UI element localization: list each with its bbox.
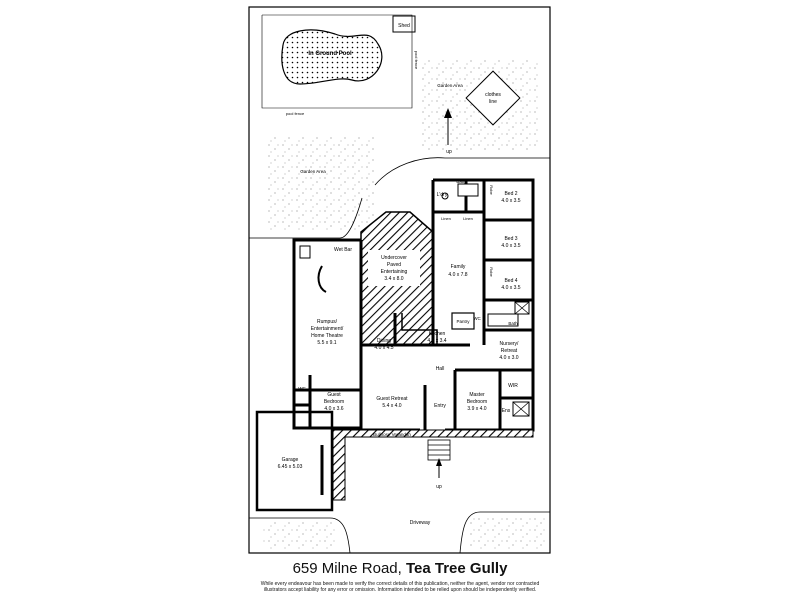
in-ground-pool [281, 29, 383, 85]
shower-mid-x2 [514, 301, 530, 315]
garage [255, 410, 334, 512]
undercover-label-1: Undercover [381, 255, 407, 261]
nursery-label-1: Nursery/ [500, 341, 520, 347]
master-bedroom-dimensions: 3.9 x 4.0 [467, 406, 486, 412]
guest-retreat-dimensions: 5.4 x 4.0 [382, 403, 401, 409]
wir-label: WIR [508, 383, 518, 389]
boundary-line-left [249, 197, 363, 239]
rumpus-label-1: Rumpus/ [317, 319, 338, 325]
pool-label: In Ground Pool [308, 51, 352, 57]
up-label-bottom: up [436, 484, 442, 490]
kitchen-dimensions: 4.6 x 3.4 [427, 338, 446, 344]
garden-area-left-label: Garden Area [300, 169, 326, 174]
pool-fence-label-v: pool fence [414, 51, 419, 70]
pantry-box [451, 312, 475, 330]
laundry-label: L'dry [437, 192, 448, 198]
bed4-label: Bed 4 [504, 278, 517, 284]
driveway-speckle-1 [262, 522, 337, 550]
guest-bedroom-label-1: Guest [327, 392, 341, 398]
wet-bar-curve [317, 265, 327, 293]
family-label: Family [451, 264, 466, 270]
street-address: 659 Milne Road, [292, 560, 402, 577]
ensuite-label: Ens [502, 408, 511, 414]
garage-dimensions: 6.45 x 5.03 [278, 464, 303, 470]
undercover-label-2: Paved [387, 262, 401, 268]
undercover-dimensions: 3.4 x 8.0 [384, 276, 403, 282]
driveway-label: Driveway [410, 520, 431, 526]
rumpus-dimensions: 5.5 x 9.1 [317, 340, 336, 346]
robe-label-1: Robe [489, 185, 494, 195]
boundary-line-top [374, 157, 550, 186]
pool-fence-label-h: pool fence [286, 111, 305, 116]
dining-dimensions: 4.0 x 4.5 [374, 345, 393, 351]
shed-label: Shed [398, 23, 410, 29]
bed3-dimensions: 4.0 x 3.5 [501, 243, 520, 249]
disclaimer: While every endeavour has been made to v… [245, 581, 555, 593]
driveway-curb-right [459, 511, 550, 554]
driveway-speckle-2 [468, 516, 546, 550]
bath-tub-mid [487, 313, 519, 327]
rumpus-label-3: Home Theatre [311, 333, 343, 339]
up-label-top: up [446, 149, 452, 155]
linen-label-2: Linen [463, 216, 473, 221]
property-address: 659 Milne Road, Tea Tree Gully [0, 560, 800, 577]
hall-label: Hall [436, 366, 445, 372]
wet-bar-label: Wet Bar [334, 247, 352, 253]
disclaimer-line-2: illustrators accept liability for any er… [263, 587, 537, 593]
wc-left-label: WC [298, 386, 306, 391]
guest-retreat-label: Guest Retreat [376, 396, 408, 402]
garage-label: Garage [282, 457, 299, 463]
up-arrowhead-bottom [436, 458, 442, 466]
nursery-dimensions: 4.0 x 3.0 [499, 355, 518, 361]
suburb: Tea Tree Gully [405, 560, 508, 577]
entry-steps [427, 439, 451, 461]
robe-label-2: Robe [489, 267, 494, 277]
master-bedroom-label-1: Master [469, 392, 485, 398]
undercover-label-box [368, 250, 420, 286]
clothes-line-label-2: line [489, 99, 497, 105]
toilet-top [441, 192, 449, 200]
clothes-line-label-1: clothes [485, 92, 501, 98]
disclaimer-line-1: While every endeavour has been made to v… [260, 581, 540, 587]
up-arrowhead-top [444, 108, 452, 118]
garden-speckle-left [265, 135, 375, 230]
bed4-dimensions: 4.0 x 3.5 [501, 285, 520, 291]
garden-area-top-label: Garden Area [437, 83, 463, 88]
nursery-label-2: Retreat [501, 348, 518, 354]
wet-bar-counter [299, 245, 311, 259]
page-border [248, 6, 551, 554]
dining-label: Dining [377, 338, 391, 344]
rumpus-label-2: Entertainment/ [311, 326, 344, 332]
family-dimensions: 4.0 x 7.8 [448, 272, 467, 278]
master-bedroom-label-2: Bedroom [467, 399, 487, 405]
pool-fence [261, 14, 413, 109]
bath-tub-top [457, 183, 479, 197]
verandah-label: Bullnose Verandah [373, 432, 411, 437]
kitchen-label: Kitchen [429, 331, 446, 337]
entry-label: Entry [434, 403, 446, 409]
linen-label-1: Linen [441, 216, 451, 221]
bed2-label: Bed 2 [504, 191, 517, 197]
guest-bedroom-dimensions: 4.0 x 3.6 [324, 406, 343, 412]
house-walls [292, 178, 535, 432]
driveway-curb-left [249, 517, 351, 554]
pantry-label: Pantry [456, 319, 470, 324]
clothes-line [465, 70, 521, 126]
ensuite-shower-x2 [512, 401, 530, 417]
bed2-dimensions: 4.0 x 3.5 [501, 198, 520, 204]
guest-bedroom-label-2: Bedroom [324, 399, 344, 405]
bed3-label: Bed 3 [504, 236, 517, 242]
kitchen-bench [401, 313, 438, 345]
shed [392, 15, 416, 33]
bath-top-label: Bath [456, 179, 466, 184]
wc-mid-label: WC [473, 316, 481, 321]
bath-mid-label: Bath [508, 321, 518, 326]
undercover-label-3: Entertaining [381, 269, 408, 275]
